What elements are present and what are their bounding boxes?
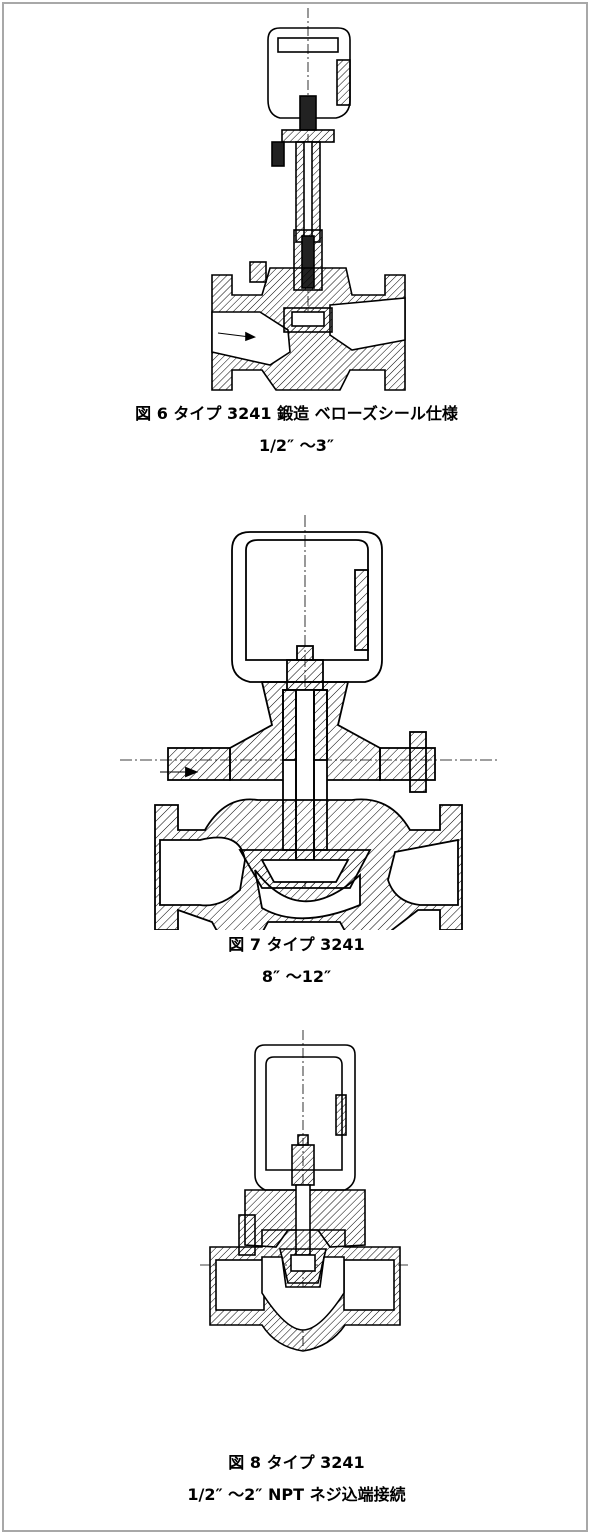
figure-7-caption-line2: 8″ ～12″ [261,967,332,986]
figure-7-caption-line1: 図 7 タイプ 3241 [228,935,365,954]
figure-8-caption-line1: 図 8 タイプ 3241 [228,1453,365,1472]
figure-7: 図 7 タイプ 3241 8″ ～12″ [0,510,593,1010]
valve-drawing-large [120,515,500,930]
figure-6-caption-line2: 1/2″ ～3″ [258,436,335,455]
valve-drawing-threaded [200,1030,410,1352]
figure-8: 図 8 タイプ 3241 1/2″ ～2″ NPT ネジ込端接続 [0,1025,593,1525]
figure-6: 図 6 タイプ 3241 鍛造 ベローズシール仕様 1/2″ ～3″ [0,0,593,480]
valve-drawing-bellows [211,8,406,391]
figure-6-caption-line1: 図 6 タイプ 3241 鍛造 ベローズシール仕様 [135,404,458,423]
figure-8-caption-line2: 1/2″ ～2″ NPT ネジ込端接続 [187,1485,406,1504]
